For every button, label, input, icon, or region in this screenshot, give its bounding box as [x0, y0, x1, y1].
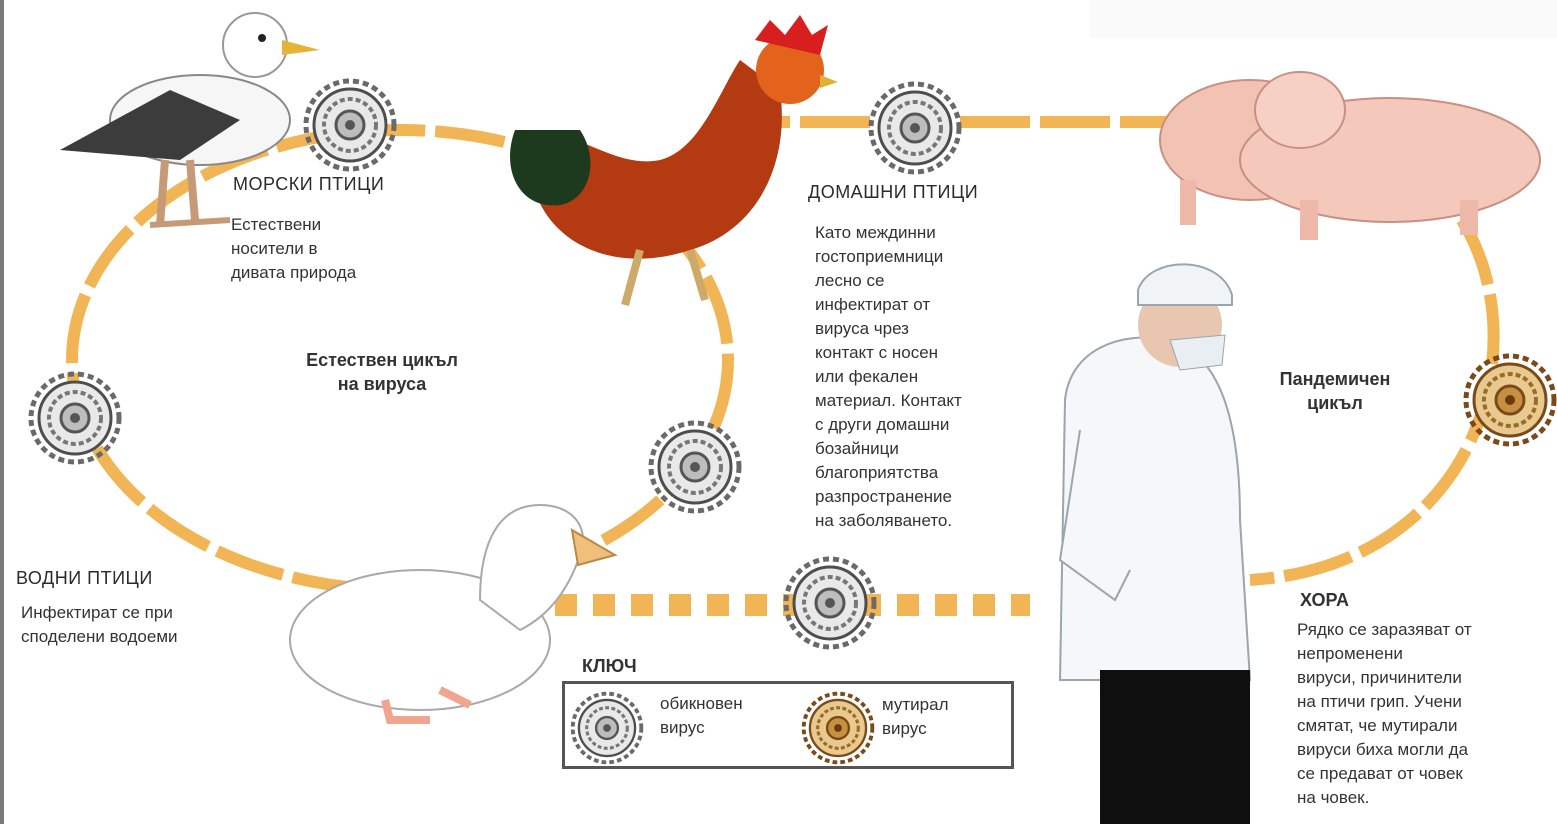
domestic-birds-line: лесно се — [815, 269, 1055, 293]
key-common-label: обикновен вирус — [660, 692, 743, 740]
humans-line: се предават от човек — [1297, 762, 1555, 786]
virus-common-icon — [786, 559, 874, 647]
water-birds-description: Инфектират се при споделени водоеми — [21, 601, 281, 649]
water-birds-line: споделени водоеми — [21, 625, 281, 649]
virus-mutated-icon — [1466, 356, 1554, 444]
domestic-birds-title: ДОМАШНИ ПТИЦИ — [808, 180, 978, 204]
pigs-icon — [1160, 72, 1540, 240]
domestic-birds-line: или фекален — [815, 365, 1055, 389]
humans-line: на птичи грип. Учени — [1297, 690, 1555, 714]
domestic-birds-line: материал. Контакт — [815, 389, 1055, 413]
domestic-birds-line: контакт с носен — [815, 341, 1055, 365]
doctor-icon — [1060, 264, 1250, 824]
virus-common-icon — [306, 81, 394, 169]
humans-title: ХОРА — [1300, 588, 1349, 612]
pandemic-cycle-line: Пандемичен — [1250, 367, 1420, 391]
sea-birds-line: дивата природа — [231, 261, 451, 285]
pandemic-cycle-line: цикъл — [1250, 391, 1420, 415]
humans-line: вируси биха могли да — [1297, 738, 1555, 762]
domestic-birds-description: Като междинни гостоприемници лесно се ин… — [815, 221, 1055, 533]
humans-line: вируси, причинители — [1297, 666, 1555, 690]
domestic-birds-line: с други домашни — [815, 413, 1055, 437]
water-birds-line: Инфектират се при — [21, 601, 281, 625]
key-mutated-line: мутирал — [882, 693, 949, 717]
humans-line: непроменени — [1297, 642, 1555, 666]
key-common-line: обикновен — [660, 692, 743, 716]
humans-description: Рядко се заразяват от непроменени вируси… — [1297, 618, 1555, 810]
sea-birds-description: Естествени носители в дивата природа — [231, 213, 451, 285]
humans-line: Рядко се заразяват от — [1297, 618, 1555, 642]
natural-cycle-label: Естествен цикъл на вируса — [262, 348, 502, 396]
domestic-birds-line: вируса чрез — [815, 317, 1055, 341]
domestic-birds-line: Като междинни — [815, 221, 1055, 245]
pandemic-cycle-label: Пандемичен цикъл — [1250, 367, 1420, 415]
sea-birds-line: носители в — [231, 237, 451, 261]
humans-line: смятат, че мутирали — [1297, 714, 1555, 738]
key-title: КЛЮЧ — [582, 654, 637, 678]
natural-cycle-line: Естествен цикъл — [262, 348, 502, 372]
key-mutated-line: вирус — [882, 717, 949, 741]
natural-cycle-line: на вируса — [262, 372, 502, 396]
sea-birds-title: МОРСКИ ПТИЦИ — [233, 172, 384, 196]
domestic-birds-line: разпространение — [815, 485, 1055, 509]
virus-common-icon — [651, 423, 739, 511]
domestic-birds-line: бозайници — [815, 437, 1055, 461]
rooster-icon — [510, 15, 838, 305]
domestic-birds-line: на заболяването. — [815, 509, 1055, 533]
virus-common-icon — [871, 84, 959, 172]
water-birds-title: ВОДНИ ПТИЦИ — [16, 566, 153, 590]
domestic-birds-line: благоприятства — [815, 461, 1055, 485]
sea-birds-line: Естествени — [231, 213, 451, 237]
key-mutated-label: мутирал вирус — [882, 693, 949, 741]
humans-line: на човек. — [1297, 786, 1555, 810]
key-common-line: вирус — [660, 716, 743, 740]
domestic-birds-line: инфектират от — [815, 293, 1055, 317]
domestic-birds-line: гостоприемници — [815, 245, 1055, 269]
virus-common-icon — [31, 374, 119, 462]
